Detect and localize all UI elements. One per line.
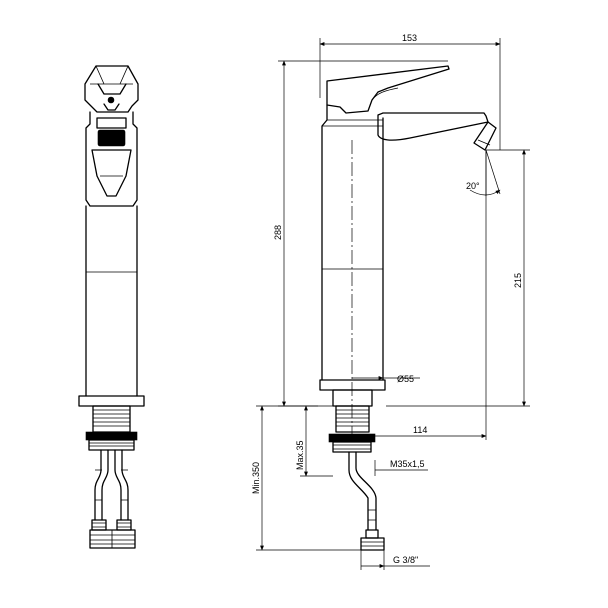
front-lever-handle [326, 65, 450, 114]
side-supply-hose-left [94, 449, 109, 521]
dim-label-max-35: Max.35 [295, 440, 305, 470]
front-upper-body [321, 104, 384, 381]
side-upper-body [85, 111, 138, 207]
side-hose-nuts [89, 529, 136, 549]
front-base-flange [319, 379, 386, 391]
side-supply-hose-right [114, 449, 129, 521]
dim-label-connection: G 3/8" [393, 555, 418, 565]
side-handle-indicator-icon [107, 96, 115, 104]
dim-label-288: 288 [273, 225, 283, 240]
front-spout-tip [473, 121, 497, 151]
side-handle [84, 65, 139, 113]
front-hose-nut [360, 537, 385, 551]
side-view [78, 65, 145, 549]
dim-label-diameter: Ø55 [397, 374, 414, 384]
side-main-body [85, 205, 138, 397]
dimension-lines [256, 38, 530, 570]
dim-label-215: 215 [513, 273, 523, 288]
dim-label-min-350: Min.350 [251, 462, 261, 494]
dim-label-114: 114 [413, 425, 427, 435]
dim-label-153: 153 [402, 33, 417, 43]
front-view [319, 65, 497, 551]
dim-label-thread: M35x1,5 [390, 459, 425, 469]
front-supply-hose [348, 451, 377, 531]
side-base-flange [78, 395, 145, 407]
front-spout [377, 112, 489, 141]
dim-label-spout-angle: 20° [466, 181, 480, 191]
side-nut [85, 431, 138, 441]
